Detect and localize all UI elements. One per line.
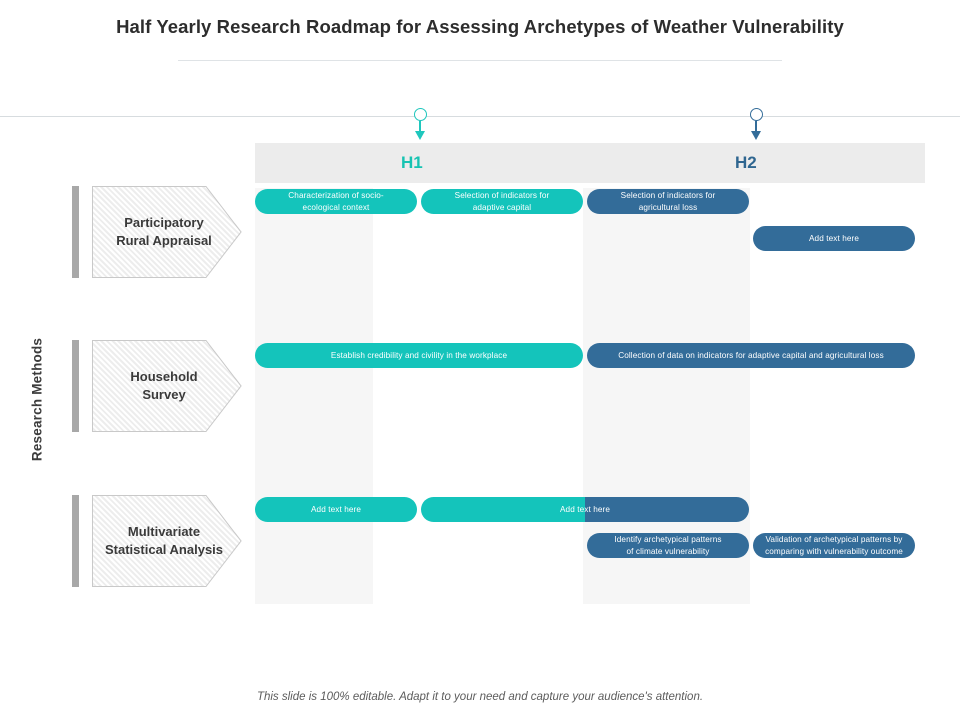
task-pill[interactable]: Establish credibility and civility in th…: [255, 343, 583, 368]
task-text-line2: comparing with vulnerability outcome: [765, 546, 903, 556]
period-label-h1: H1: [401, 153, 423, 172]
arrow-stem-icon: [755, 121, 757, 131]
row-marker-bar: [72, 495, 79, 587]
task-text-line1: Add text here: [808, 233, 859, 243]
task-text-line1: Characterization of socio-: [288, 190, 384, 200]
method-row-participatory-rural-appraisal[interactable]: Participatory Rural Appraisal: [72, 186, 242, 278]
page-title: Half Yearly Research Roadmap for Assessi…: [116, 16, 844, 37]
task-pill[interactable]: Selection of indicators for adaptive cap…: [421, 189, 583, 214]
task-text-line1: Identify archetypical patterns: [614, 534, 722, 544]
task-text-line1: Selection of indicators for: [454, 190, 550, 200]
method-label-line1: Participatory: [124, 215, 204, 231]
down-arrow-icon: [751, 131, 761, 140]
method-chevron-shape: Household Survey: [92, 340, 242, 432]
task-pill[interactable]: Validation of archetypical patterns by c…: [753, 533, 915, 558]
row-marker-bar: [72, 340, 79, 432]
period-label-h2: H2: [735, 153, 757, 172]
method-label-line2: Rural Appraisal: [116, 233, 212, 248]
row-marker-bar: [72, 186, 79, 278]
down-arrow-icon: [415, 131, 425, 140]
method-row-household-survey[interactable]: Household Survey: [72, 340, 242, 432]
task-text-line1: Establish credibility and civility in th…: [330, 350, 508, 360]
axis-label-research-methods: Research Methods: [29, 337, 45, 462]
title-divider: [178, 60, 782, 61]
task-pill[interactable]: Add text here: [753, 226, 915, 251]
task-text-line2: agricultural loss: [638, 202, 698, 212]
task-pill[interactable]: Add text here: [421, 497, 749, 522]
method-row-multivariate-statistical-analysis[interactable]: Multivariate Statistical Analysis: [72, 495, 242, 587]
task-text-line1: Add text here: [310, 504, 361, 514]
task-text-line2: of climate vulnerability: [626, 546, 710, 556]
task-pill[interactable]: Identify archetypical patterns of climat…: [587, 533, 749, 558]
task-text-line2: adaptive capital: [472, 202, 532, 212]
task-text-line1: Selection of indicators for: [620, 190, 716, 200]
task-text-line2: ecological context: [302, 202, 370, 212]
timeline-marker-h2: [744, 108, 768, 140]
task-text-line1: Collection of data on indicators for ada…: [618, 350, 884, 360]
footer-note: This slide is 100% editable. Adapt it to…: [256, 691, 704, 703]
timeline-marker-h1: [408, 108, 432, 140]
timeline-rule: [0, 116, 960, 117]
task-pill[interactable]: Add text here: [255, 497, 417, 522]
timeline-header-band: H1 H2: [255, 143, 925, 183]
method-label-line1: Multivariate: [127, 524, 201, 540]
circle-icon: [749, 108, 763, 121]
task-text-line1: Validation of archetypical patterns by: [765, 534, 903, 544]
task-text-line1: Add text here: [559, 504, 610, 514]
method-label-line2: Survey: [142, 387, 186, 402]
task-pill[interactable]: Characterization of socio- ecological co…: [255, 189, 417, 214]
method-label-line2: Statistical Analysis: [105, 542, 224, 557]
method-label: Household Survey: [105, 368, 223, 403]
method-label-line1: Household: [130, 369, 198, 385]
method-label: Multivariate Statistical Analysis: [105, 523, 223, 558]
method-chevron-shape: Multivariate Statistical Analysis: [92, 495, 242, 587]
method-label: Participatory Rural Appraisal: [105, 214, 223, 249]
task-pill[interactable]: Collection of data on indicators for ada…: [587, 343, 915, 368]
arrow-stem-icon: [419, 121, 421, 131]
method-chevron-shape: Participatory Rural Appraisal: [92, 186, 242, 278]
task-pill[interactable]: Selection of indicators for agricultural…: [587, 189, 749, 214]
background-column-1: [255, 188, 373, 604]
circle-icon: [413, 108, 427, 121]
